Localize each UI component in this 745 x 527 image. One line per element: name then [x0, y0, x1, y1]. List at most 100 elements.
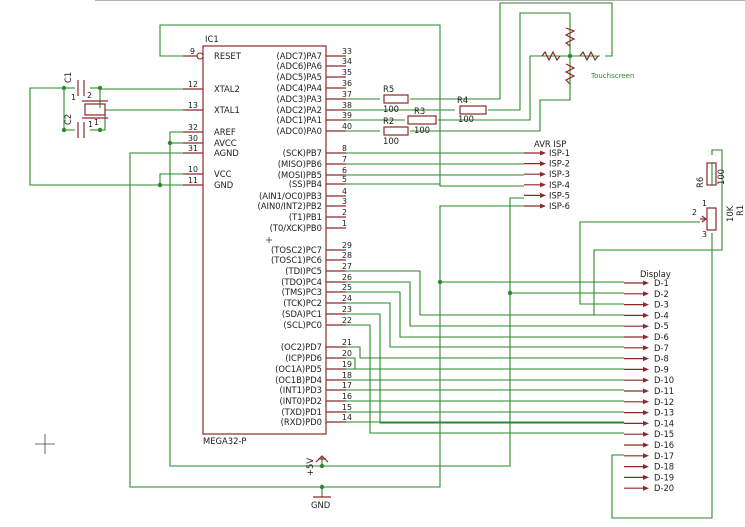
- ic-right-pin-number: 4: [342, 187, 347, 196]
- ic-right-pin-name: (ADC6)PA6: [277, 61, 322, 71]
- display-connector: D-1D-2D-3D-4D-5D-6D-7D-8D-9D-10D-11D-12D…: [624, 278, 674, 493]
- ic-right-pin-name: (MOSI)PB5: [278, 170, 322, 180]
- ic-left-pin-number: 9: [190, 47, 195, 56]
- r5-value: 100: [383, 104, 399, 114]
- display-pin-arrow: [643, 431, 649, 437]
- isp-pin-arrow: [540, 182, 546, 188]
- ic-right-pin-number: 21: [342, 338, 352, 347]
- isp-pin-arrow: [540, 192, 546, 198]
- ic-right-pin-name: (T1)PB1: [289, 212, 322, 222]
- isp-pin-label: ISP-3: [549, 169, 570, 179]
- ic-right-pin-name: (RXD)PD0: [281, 417, 322, 427]
- isp-pin-arrow: [540, 203, 546, 209]
- display-pin-label: D-18: [654, 462, 674, 472]
- display-pin-arrow: [643, 453, 649, 459]
- display-pin-label: D-7: [654, 343, 669, 353]
- ic-name: IC1: [205, 34, 219, 44]
- display-title: Display: [640, 269, 671, 279]
- gnd-label: GND: [311, 500, 330, 510]
- isp-pin-label: ISP-5: [549, 190, 570, 200]
- ic-right-pin-name: (INT1)PD3: [279, 385, 322, 395]
- display-pin-arrow: [643, 399, 649, 405]
- isp-title: AVR ISP: [534, 139, 566, 149]
- display-pin-label: D-8: [654, 354, 669, 364]
- origin-cross: [35, 434, 55, 454]
- ic-left-pin-name: VCC: [214, 169, 232, 179]
- display-pin-arrow: [643, 356, 649, 362]
- ic-right-pin-number: 33: [342, 47, 352, 56]
- resistor-r3: R3 100: [407, 106, 437, 135]
- origin-plus: [266, 237, 272, 243]
- ic-right-pin-number: 18: [342, 371, 352, 380]
- display-pin-label: D-12: [654, 397, 674, 407]
- c1-pin1: 1: [71, 93, 76, 102]
- r1-pin2: 2: [692, 208, 697, 217]
- display-pin-arrow: [643, 302, 649, 308]
- isp-pin-arrow: [540, 150, 546, 156]
- display-pin-arrow: [643, 442, 649, 448]
- ic-right-pin-number: 22: [342, 316, 352, 325]
- ic-left-pin-number: 31: [188, 144, 198, 153]
- r2-name: R2: [383, 116, 394, 126]
- display-pin-arrow: [643, 366, 649, 372]
- wires: [29, 2, 723, 519]
- crystal: 2 1: [82, 91, 108, 127]
- ic-right-pin-number: 29: [342, 241, 352, 250]
- r6-name: R6: [695, 177, 705, 188]
- ic-right-pin-number: 7: [342, 155, 347, 164]
- r2-value: 100: [383, 136, 399, 146]
- display-pin-arrow: [643, 345, 649, 351]
- ic-left-pin-number: 13: [188, 101, 198, 110]
- display-pin-label: D-11: [654, 386, 674, 396]
- display-pin-arrow: [643, 388, 649, 394]
- ic-right-pin-number: 39: [342, 111, 352, 120]
- r5-name: R5: [383, 84, 394, 94]
- ic-right-pin-number: 8: [342, 144, 347, 153]
- r4-value: 100: [458, 114, 474, 124]
- ic-right-pin-name: (SCL)PC0: [283, 320, 322, 330]
- display-pin-arrow: [643, 474, 649, 480]
- display-pin-label: D-17: [654, 451, 674, 461]
- display-pin-label: D-10: [654, 375, 674, 385]
- display-pin-label: D-6: [654, 332, 669, 342]
- ic-right-pin-number: 36: [342, 79, 352, 88]
- ic-left-pin-name: XTAL2: [214, 84, 240, 94]
- ic-left-pin-name: AREF: [214, 127, 236, 137]
- crystal-pin1: 1: [94, 118, 99, 127]
- display-pin-label: D-1: [654, 278, 669, 288]
- ic-left-pin-name: RESET: [214, 51, 242, 61]
- display-pin-arrow: [643, 377, 649, 383]
- display-pin-label: D-2: [654, 289, 669, 299]
- ic-left-pin-number: 12: [188, 80, 198, 89]
- resistor-r2: R2 100: [383, 116, 409, 146]
- display-pin-label: D-19: [654, 472, 674, 482]
- ic-right-pin-number: 24: [342, 294, 352, 303]
- touchscreen-label: Touchscreen: [590, 72, 634, 80]
- isp-pin-arrow: [540, 161, 546, 167]
- ic-right-pin-number: 35: [342, 68, 352, 77]
- ic-right-pin-name: (ICP)PD6: [285, 353, 322, 363]
- display-pin-arrow: [643, 410, 649, 416]
- ic-right-pin-number: 3: [342, 197, 347, 206]
- display-pin-label: D-9: [654, 364, 669, 374]
- ic-right-pin-name: (ADC0)PA0: [277, 126, 322, 136]
- ic-right-pin-number: 17: [342, 381, 352, 390]
- r1-name: R1: [735, 205, 745, 216]
- ic-right-pin-number: 34: [342, 57, 352, 66]
- ic-right-pin-name: (INT0)PD2: [279, 396, 322, 406]
- display-pin-label: D-13: [654, 408, 674, 418]
- isp-pin-label: ISP-6: [549, 201, 570, 211]
- junctions: [61, 53, 573, 490]
- ic-right-pin-name: (TOSC2)PC7: [271, 245, 322, 255]
- isp-pin-label: ISP-1: [549, 148, 570, 158]
- ic-right-pin-number: 28: [342, 251, 352, 260]
- ic-left-pin-number: 32: [188, 123, 198, 132]
- gnd-symbol: GND: [311, 496, 331, 510]
- ic-right-pin-name: (OC2)PD7: [281, 342, 322, 352]
- ic-right-pin-name: (ADC4)PA4: [277, 83, 322, 93]
- ic-right-pin-number: 40: [342, 122, 352, 131]
- ic-right-pin-number: 20: [342, 349, 352, 358]
- ic-right-pin-number: 27: [342, 262, 352, 271]
